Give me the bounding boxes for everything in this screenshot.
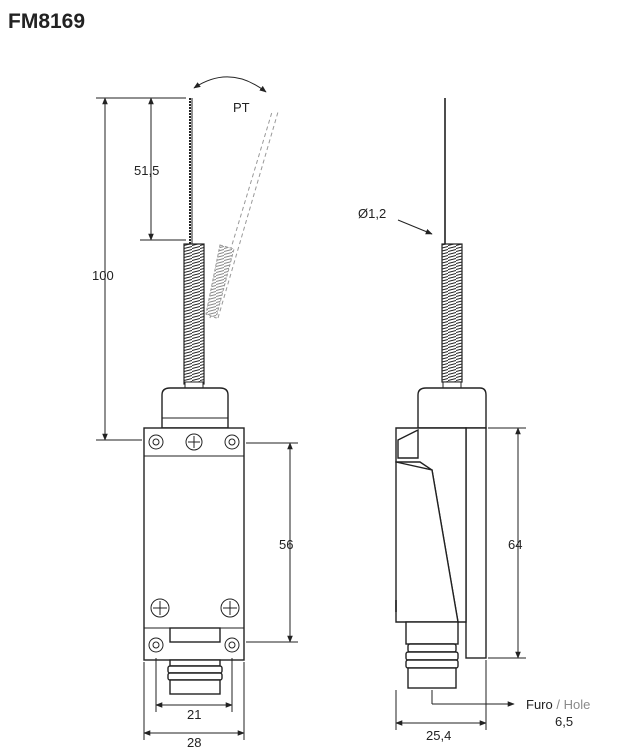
dim-25-4-label: 25,4 [426,728,451,743]
hole-size-label: 6,5 [555,714,573,729]
screw-icon [148,434,164,450]
diameter-label: Ø1,2 [358,206,386,221]
dim-56-label: 56 [279,537,293,552]
page-title: FM8169 [8,10,86,33]
mounting-hole-icon [148,637,164,653]
diameter-leader [397,219,433,235]
dim-21-label: 21 [187,707,201,722]
switch-head [161,387,229,429]
screw-icon [220,598,240,618]
screw-icon [185,433,203,451]
dimension-56 [246,442,298,643]
screw-icon [224,434,240,450]
pretravel-arc [193,76,267,93]
dim-28-label: 28 [187,735,201,750]
conduit-entry [405,643,459,689]
dimension-51-5 [140,97,186,241]
mounting-hole-icon [224,637,240,653]
side-view: Ø1,2 64 25,4 Furo / Hole 6,5 [358,98,590,743]
actuator-spring [183,243,205,385]
front-view: PT 51,5 100 56 21 28 [92,76,298,750]
dimension-64 [488,427,526,659]
screw-icon [150,598,170,618]
dim-100-label: 100 [92,268,114,283]
dimension-28 [143,662,245,740]
deflected-actuator-ghost [205,111,279,319]
dimension-21 [155,658,233,712]
dim-64-label: 64 [508,537,522,552]
conduit-entry [167,659,223,695]
switch-head [417,387,487,429]
switch-body [143,427,245,661]
actuator-spring [441,243,463,383]
dimension-25-4 [395,660,487,730]
pt-label: PT [233,100,250,115]
dimension-100 [96,97,186,441]
hole-callout: Furo / Hole [526,697,590,712]
dim-51-5-label: 51,5 [134,163,159,178]
